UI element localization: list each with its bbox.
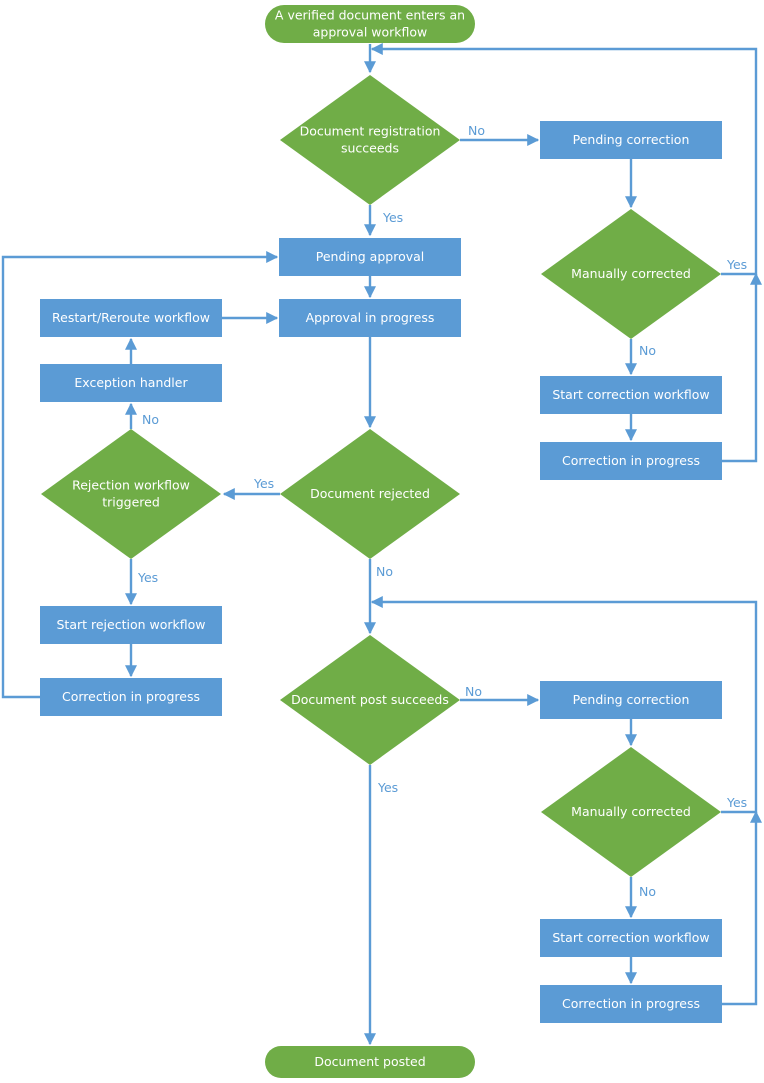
node-label: Approval in progress [306,310,435,325]
edge-label-rejected-no: No [376,564,393,579]
edge-label-post-yes: Yes [377,780,398,795]
edge-label-post-no: No [465,684,482,699]
node-label: Pending correction [573,692,690,707]
process-box [40,364,222,402]
process-box [40,678,222,716]
node-label: Pending correction [573,132,690,147]
edge-label-trigger-yes: Yes [137,570,158,585]
process-box [540,919,722,957]
edge-label-trigger-no: No [142,412,159,427]
node-label: Document registration [300,124,441,139]
node-manual-corrected-2: Manually corrected [541,747,721,877]
process-box [540,442,722,480]
node-start: A verified document enters an approval wo… [265,5,475,43]
edge-manual1-yes [370,43,758,276]
node-pending-correction-1: Pending correction [540,121,722,159]
edge-label-manual1-yes: Yes [726,257,747,272]
node-label: Pending approval [316,249,425,264]
node-label: succeeds [341,141,399,156]
node-end: Document posted [265,1046,475,1078]
node-pending-correction-2: Pending correction [540,681,722,719]
node-label: Correction in progress [62,689,200,704]
decision-diamond [280,635,460,765]
node-label: Start rejection workflow [56,617,205,632]
process-box [540,985,722,1023]
process-box [540,376,722,414]
node-label: triggered [102,495,160,510]
node-label: Document post succeeds [291,692,449,707]
node-start-corr-wf-1: Start correction workflow [540,376,722,414]
node-label: Start correction workflow [552,387,709,402]
terminal-pill [265,5,475,43]
node-doc-rejected: Document rejected [280,429,460,559]
edge-cp2-to-loop [722,810,762,1006]
process-box [40,606,222,644]
node-post-decision: Document post succeeds [280,635,460,765]
edge-label-reg-no: No [468,123,485,138]
edge-cpl-to-pa [1,251,279,699]
node-label: Correction in progress [562,453,700,468]
node-start-corr-wf-2: Start correction workflow [540,919,722,957]
node-label: Document posted [314,1054,425,1069]
node-label: Document rejected [310,486,430,501]
decision-diamond [541,747,721,877]
decision-diamond [541,209,721,339]
node-label: approval workflow [313,25,428,40]
node-label: A verified document enters an [275,8,465,23]
node-corr-progress-left: Correction in progress [40,678,222,716]
process-box [279,238,461,276]
node-corr-progress-1: Correction in progress [540,442,722,480]
process-box [279,299,461,337]
edge-label-manual2-no: No [639,884,656,899]
node-label: Rejection workflow [72,478,190,493]
node-start-rejection-wf: Start rejection workflow [40,606,222,644]
decision-diamond [280,75,460,205]
edge-label-reg-yes: Yes [382,210,403,225]
process-box [40,299,222,337]
edge-label-manual2-yes: Yes [726,795,747,810]
edge-label-manual1-no: No [639,343,656,358]
terminal-pill [265,1046,475,1078]
node-label: Manually corrected [571,804,691,819]
edge-label-rejected-yes: Yes [253,476,274,491]
node-label: Exception handler [74,375,188,390]
node-manual-corrected-1: Manually corrected [541,209,721,339]
node-label: Start correction workflow [552,930,709,945]
node-exception-handler: Exception handler [40,364,222,402]
process-box [540,121,722,159]
decision-diamond [41,429,221,559]
node-approval-progress: Approval in progress [279,299,461,337]
node-pending-approval: Pending approval [279,238,461,276]
process-box [540,681,722,719]
edge-manual2-yes [370,596,758,814]
node-label: Manually corrected [571,266,691,281]
node-corr-progress-2: Correction in progress [540,985,722,1023]
edge-cp1-to-loop [722,272,762,463]
node-reg-decision: Document registration succeeds [280,75,460,205]
node-restart-reroute: Restart/Reroute workflow [40,299,222,337]
node-label: Correction in progress [562,996,700,1011]
node-label: Restart/Reroute workflow [52,310,210,325]
decision-diamond [280,429,460,559]
node-rejection-triggered: Rejection workflow triggered [41,429,221,559]
